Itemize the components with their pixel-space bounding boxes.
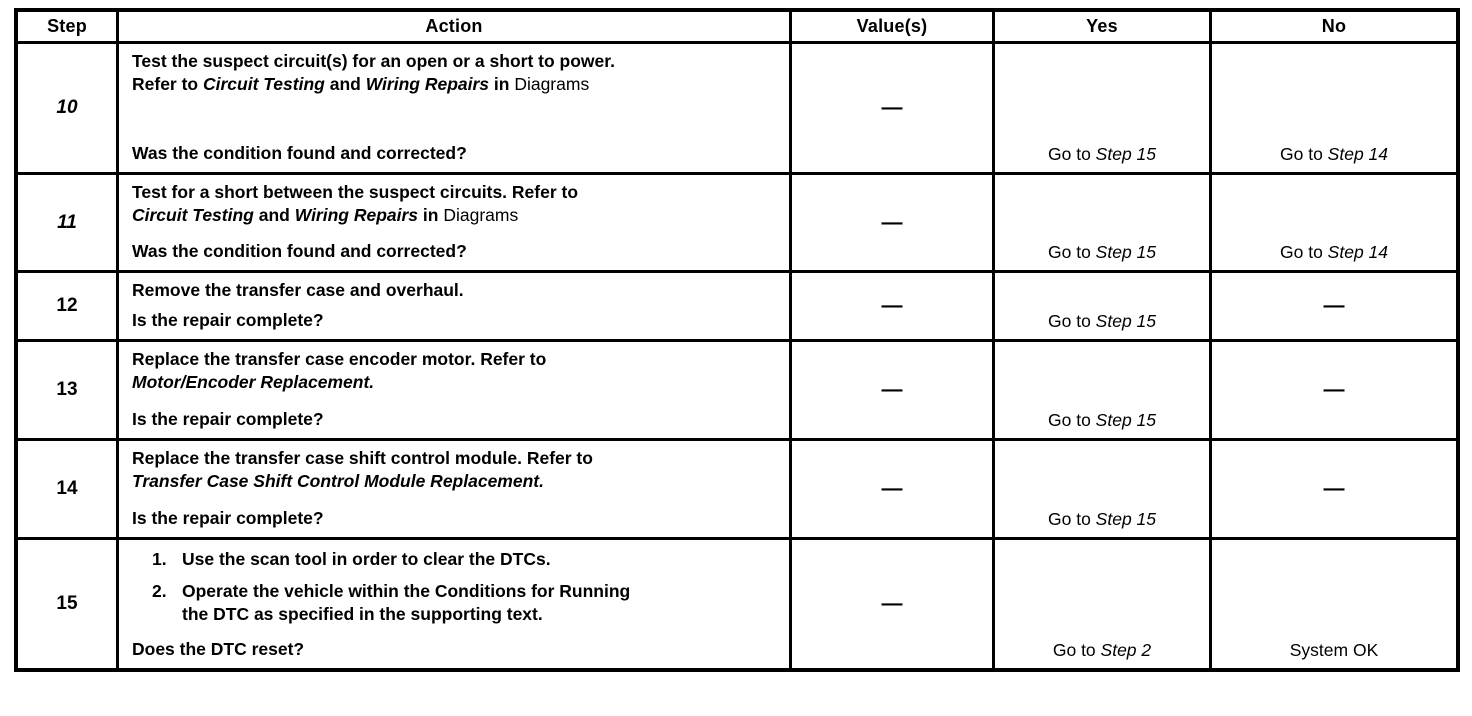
step-number: 10 (56, 97, 78, 118)
row-15-value-cell: — (792, 540, 992, 668)
row-14-yes-cell: Go to Step 15 (995, 441, 1209, 537)
action-text: Test for a short between the suspect cir… (132, 182, 579, 225)
row-11-value-cell: — (792, 175, 992, 270)
row-12-yes-cell: Go to Step 15 (995, 273, 1209, 339)
no-routing: Go to Step 14 (1280, 242, 1388, 262)
row-11-action-cell: Test for a short between the suspect cir… (119, 175, 789, 270)
action-text: Test the suspect circuit(s) for an open … (132, 51, 615, 94)
step-number: 11 (57, 211, 77, 233)
row-15-step-cell: 15 (18, 540, 116, 668)
row-13-step-cell: 13 (18, 342, 116, 438)
diagnostic-table: Step Action Value(s) Yes No 10 Test the … (14, 8, 1460, 672)
action-text: Remove the transfer case and overhaul. (132, 280, 464, 300)
row-13-no-cell: — (1212, 342, 1456, 438)
row-13-value-cell: — (792, 342, 992, 438)
no-dash: — (1323, 378, 1345, 401)
action-question: Does the DTC reset? (132, 639, 305, 659)
no-routing: Go to Step 14 (1280, 144, 1388, 164)
row-10-action-cell: Test the suspect circuit(s) for an open … (119, 44, 789, 172)
row-10-yes-cell: Go to Step 15 (995, 44, 1209, 172)
col-header-no: No (1212, 12, 1456, 41)
yes-routing: Go to Step 15 (1048, 144, 1156, 164)
action-numbered-list: 1.Use the scan tool in order to clear th… (132, 546, 779, 635)
list-number: 1. (152, 549, 167, 569)
action-question: Is the repair complete? (132, 409, 324, 429)
no-dash: — (1323, 477, 1345, 500)
row-14-value-cell: — (792, 441, 992, 537)
yes-routing: Go to Step 15 (1048, 410, 1156, 430)
step-number: 14 (56, 478, 78, 499)
action-question: Is the repair complete? (132, 310, 324, 330)
yes-routing: Go to Step 15 (1048, 311, 1156, 331)
row-10-step-cell: 10 (18, 44, 116, 172)
row-15-yes-cell: Go to Step 2 (995, 540, 1209, 668)
row-12-no-cell: — (1212, 273, 1456, 339)
col-header-yes: Yes (995, 12, 1209, 41)
value-dash: — (881, 592, 903, 615)
row-11-step-cell: 11 (18, 175, 116, 270)
row-11-no-cell: Go to Step 14 (1212, 175, 1456, 270)
row-14-action-cell: Replace the transfer case shift control … (119, 441, 789, 537)
step-number: 15 (56, 593, 78, 614)
list-item: 1.Use the scan tool in order to clear th… (152, 549, 551, 569)
col-header-values: Value(s) (792, 12, 992, 41)
row-14-no-cell: — (1212, 441, 1456, 537)
value-dash: — (881, 378, 903, 401)
action-text: Replace the transfer case shift control … (132, 448, 593, 491)
col-header-action: Action (119, 12, 789, 41)
row-15-action-cell: 1.Use the scan tool in order to clear th… (119, 540, 789, 668)
row-12-action-cell: Remove the transfer case and overhaul. I… (119, 273, 789, 339)
row-15-no-cell: System OK (1212, 540, 1456, 668)
action-question: Was the condition found and corrected? (132, 241, 467, 261)
row-12-step-cell: 12 (18, 273, 116, 339)
row-14-step-cell: 14 (18, 441, 116, 537)
value-dash: — (881, 477, 903, 500)
yes-routing: Go to Step 2 (1052, 640, 1152, 660)
no-result: System OK (1289, 640, 1379, 660)
list-number: 2. (152, 581, 167, 601)
action-text: Replace the transfer case encoder motor.… (132, 349, 547, 392)
step-number: 12 (56, 295, 78, 316)
row-10-no-cell: Go to Step 14 (1212, 44, 1456, 172)
row-12-value-cell: — (792, 273, 992, 339)
row-13-yes-cell: Go to Step 15 (995, 342, 1209, 438)
no-dash: — (1323, 294, 1345, 317)
yes-routing: Go to Step 15 (1048, 509, 1156, 529)
step-number: 13 (56, 379, 78, 400)
row-11-yes-cell: Go to Step 15 (995, 175, 1209, 270)
col-header-step: Step (18, 12, 116, 41)
value-dash: — (881, 294, 903, 317)
row-10-value-cell: — (792, 44, 992, 172)
list-item: 2.Operate the vehicle within the Conditi… (152, 581, 631, 624)
row-13-action-cell: Replace the transfer case encoder motor.… (119, 342, 789, 438)
action-question: Was the condition found and corrected? (132, 143, 467, 163)
value-dash: — (881, 96, 903, 119)
yes-routing: Go to Step 15 (1048, 242, 1156, 262)
value-dash: — (881, 210, 903, 234)
action-question: Is the repair complete? (132, 508, 324, 528)
